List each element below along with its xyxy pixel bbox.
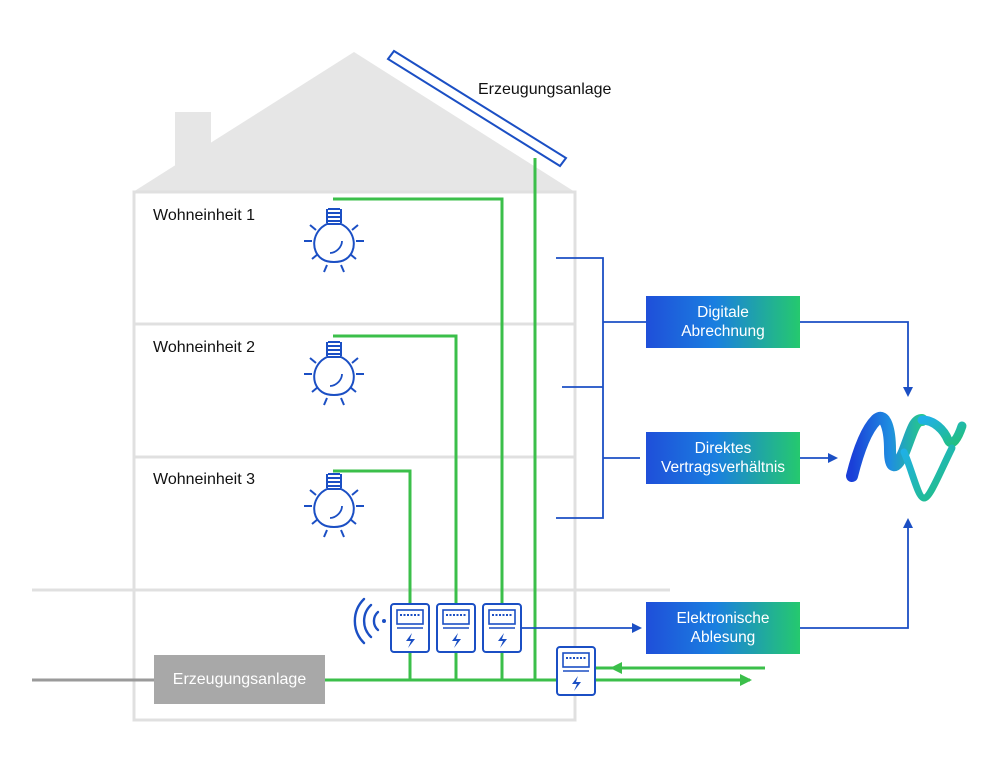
direct-contract-line2: Vertragsverhältnis <box>660 459 786 476</box>
data-lines <box>521 257 913 633</box>
unit-label-2: Wohneinheit 2 <box>153 339 255 356</box>
unit-label-3: Wohneinheit 3 <box>153 471 255 488</box>
roof-generation-label: Erzeugungsanlage <box>478 81 612 98</box>
electronic-reading-line1: Elektronische <box>676 610 770 627</box>
mw-logo-icon <box>846 411 967 502</box>
electricity-meter-icon-1 <box>482 603 522 653</box>
light-bulb-icon-1 <box>303 208 365 273</box>
light-bulb-icon-2 <box>303 341 365 406</box>
digital-billing-box: Digitale Abrechnung <box>646 296 800 348</box>
direct-contract-line1: Direktes <box>694 440 752 457</box>
electricity-meter-icon-main <box>556 646 596 696</box>
roof <box>133 52 575 192</box>
basement-generation-box: Erzeugungsanlage <box>154 655 325 704</box>
direct-contract-box: Direktes Vertragsverhältnis <box>646 432 800 484</box>
digital-billing-line2: Abrechnung <box>681 323 765 340</box>
electricity-meter-icon-3 <box>390 603 430 653</box>
basement-generation-label: Erzeugungsanlage <box>172 671 307 688</box>
wireless-signal-icon <box>353 597 386 645</box>
unit-label-1: Wohneinheit 1 <box>153 207 255 224</box>
solar-panel-icon <box>386 49 568 168</box>
electronic-reading-box: Elektronische Ablesung <box>646 602 800 654</box>
digital-billing-line1: Digitale <box>697 304 749 321</box>
electricity-meter-icon-2 <box>436 603 476 653</box>
light-bulb-icon-3 <box>303 473 365 538</box>
electronic-reading-line2: Ablesung <box>690 629 756 646</box>
